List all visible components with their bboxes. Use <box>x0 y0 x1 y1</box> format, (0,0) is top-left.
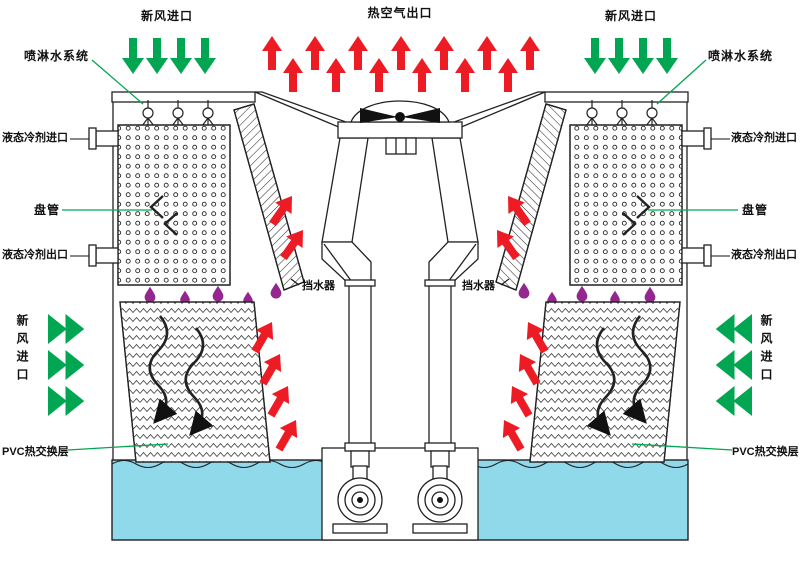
left-standpipe <box>348 283 372 451</box>
label-fresh-air-side-right: 新风进口 <box>759 314 773 386</box>
left-strut <box>254 91 348 129</box>
down-arrow-icon <box>122 38 144 74</box>
down-arrow-icon <box>170 38 192 74</box>
left-elbow <box>321 241 372 285</box>
down-arrow-icon <box>656 38 678 74</box>
diagonal-arrow-icon <box>495 415 530 455</box>
leader-pvc-right <box>631 443 733 451</box>
up-arrow-icon <box>326 58 346 92</box>
leader-spray-right <box>656 59 707 105</box>
fresh-air-arrows-top-right <box>584 38 678 74</box>
up-arrow-icon <box>262 36 282 70</box>
right-duct <box>431 137 479 243</box>
label-refrigerant-inlet-right: 液态冷剂进口 <box>731 132 797 144</box>
left-arrow-icon <box>715 350 752 380</box>
leader-pvc-left <box>67 443 169 451</box>
label-drift-eliminator-left: 挡水器 <box>302 280 335 292</box>
left-arrow-icon <box>715 386 752 416</box>
up-arrow-icon <box>520 36 540 70</box>
center-plenum <box>254 91 546 451</box>
up-arrow-icon <box>283 58 303 92</box>
right-pipe-flange <box>424 279 456 287</box>
up-arrow-icon <box>477 36 497 70</box>
label-drift-eliminator-right: 挡水器 <box>462 280 495 292</box>
up-arrow-icon <box>455 58 475 92</box>
diagonal-arrow-icon <box>270 415 305 455</box>
green-leader-lines <box>62 59 738 451</box>
up-arrow-icon <box>412 58 432 92</box>
left-arrow-icon <box>715 314 752 344</box>
label-pvc-layer-left: PVC热交换层 <box>2 446 69 458</box>
down-arrow-icon <box>584 38 606 74</box>
label-refrigerant-outlet-right: 液态冷剂出口 <box>731 249 797 261</box>
hot-air-arrows <box>246 36 554 455</box>
up-arrow-icon <box>348 36 368 70</box>
leader-spray-left <box>91 59 144 105</box>
fresh-air-arrows-top-left <box>122 38 216 74</box>
label-refrigerant-inlet-left: 液态冷剂进口 <box>2 132 68 144</box>
label-coil-right: 盘管 <box>742 203 769 217</box>
fan-motor <box>385 137 417 155</box>
diagonal-arrow-icon <box>262 381 297 421</box>
right-arrow-icon <box>48 350 85 380</box>
down-arrow-icon <box>608 38 630 74</box>
label-hot-air-outlet: 热空气出口 <box>367 6 433 20</box>
fan-deck <box>337 121 463 139</box>
label-pvc-layer-right: PVC热交换层 <box>732 446 799 458</box>
fan-propeller-icon <box>360 108 440 123</box>
label-coil-left: 盘管 <box>34 203 61 217</box>
up-arrow-icon <box>369 58 389 92</box>
right-arrow-icon <box>48 314 85 344</box>
up-arrow-icon <box>305 36 325 70</box>
black-leader-lines <box>70 138 730 286</box>
fresh-air-arrows-side-left <box>48 314 85 416</box>
up-arrow-icon <box>434 36 454 70</box>
label-refrigerant-outlet-left: 液态冷剂出口 <box>2 249 68 261</box>
right-standpipe <box>428 283 452 451</box>
up-arrow-icon <box>498 58 518 92</box>
leader-drift-left <box>290 278 300 286</box>
right-strut <box>452 91 546 129</box>
fresh-air-arrows-side-right <box>715 314 752 416</box>
leader-drift-right <box>500 278 510 286</box>
label-spray-system-right: 喷淋水系统 <box>708 49 774 63</box>
right-elbow <box>428 241 479 285</box>
left-pipe-flange <box>344 279 376 287</box>
label-fresh-air-top-left: 新风进口 <box>140 9 194 23</box>
right-arrow-icon <box>48 386 85 416</box>
hot-air-outlet-arrows-row1 <box>262 36 540 70</box>
diagonal-arrow-icon <box>503 381 538 421</box>
down-arrow-icon <box>146 38 168 74</box>
label-spray-system-left: 喷淋水系统 <box>24 49 90 63</box>
label-fresh-air-top-right: 新风进口 <box>604 9 658 23</box>
left-duct <box>321 137 369 243</box>
label-fresh-air-side-left: 新风进口 <box>15 314 29 386</box>
up-arrow-icon <box>391 36 411 70</box>
down-arrow-icon <box>194 38 216 74</box>
down-arrow-icon <box>632 38 654 74</box>
